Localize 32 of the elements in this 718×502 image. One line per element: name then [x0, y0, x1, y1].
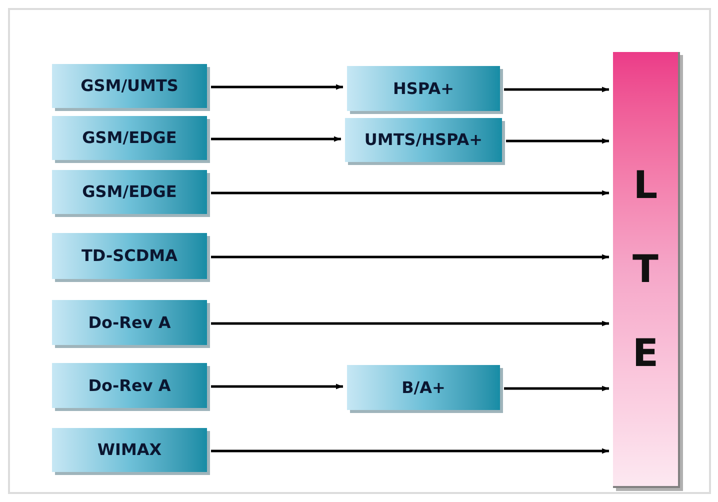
technology-box — [52, 300, 207, 345]
technology-box — [347, 365, 500, 410]
box-label: GSM/UMTS — [80, 75, 178, 97]
box-label: TD-SCDMA — [82, 245, 178, 267]
box-label: B/A+ — [402, 376, 446, 398]
technology-box — [52, 363, 207, 408]
box-label: Do-Rev A — [88, 374, 171, 396]
technology-box — [52, 170, 207, 214]
technology-box — [52, 116, 207, 160]
technology-box — [52, 64, 207, 108]
technology-box — [347, 66, 500, 111]
arrow — [211, 190, 609, 196]
technology-box — [345, 118, 502, 162]
technology-box — [52, 233, 207, 279]
box-label: UMTS/HSPA+ — [364, 129, 483, 151]
box-label: Do-Rev A — [88, 312, 171, 334]
arrow — [211, 136, 341, 142]
box-label: HSPA+ — [393, 78, 454, 100]
arrow — [211, 448, 609, 454]
bar-label: LTE — [632, 162, 660, 377]
arrow — [504, 386, 609, 392]
arrow — [211, 384, 343, 390]
technology-box — [52, 428, 207, 472]
box-label: GSM/EDGE — [82, 181, 177, 203]
arrow — [211, 84, 343, 90]
arrow — [211, 320, 609, 326]
box-label: WIMAX — [97, 439, 162, 461]
arrow — [211, 254, 609, 260]
technology-bar — [613, 52, 680, 488]
box-label: GSM/EDGE — [82, 127, 177, 149]
arrow — [504, 86, 609, 92]
arrow — [506, 138, 609, 144]
